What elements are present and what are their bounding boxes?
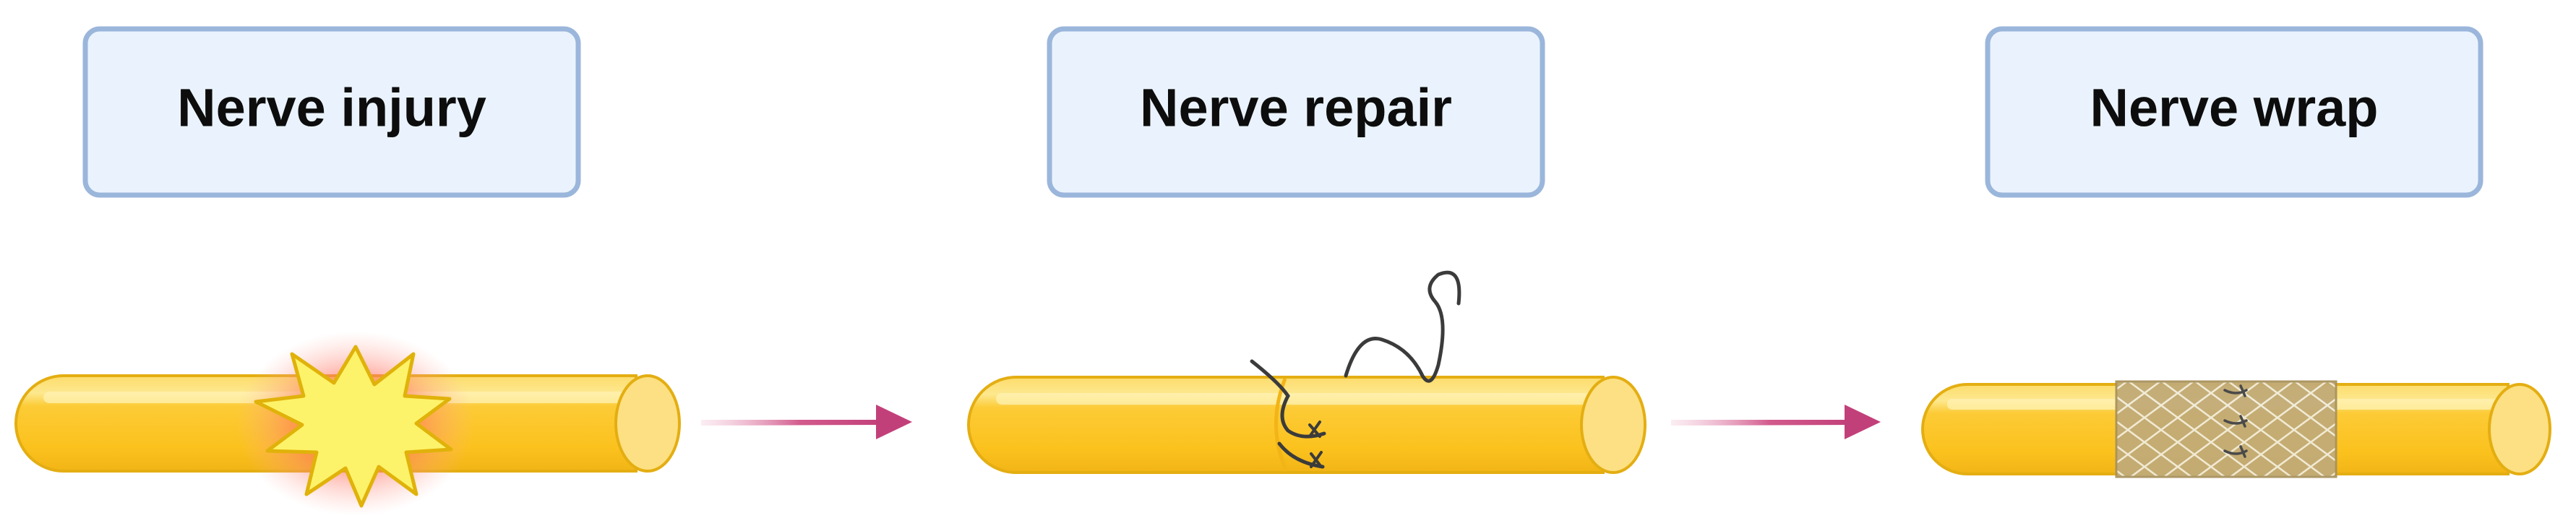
stage-label: Nerve injury	[177, 78, 486, 138]
stage-label-box: Nerve injury	[82, 26, 581, 198]
wrap-mesh	[2115, 380, 2337, 478]
stage-nerve-repair: Nerve repair	[967, 26, 1647, 474]
nerve-suture-illustration	[967, 270, 1647, 474]
stage-label-box: Nerve repair	[1047, 26, 1545, 198]
arrow-right-icon	[1671, 405, 1881, 439]
stage-label: Nerve repair	[1140, 78, 1452, 138]
arrow-right-icon	[701, 405, 912, 439]
suture-thread	[1250, 270, 1461, 469]
stage-nerve-wrap: Nerve wrap	[1921, 26, 2551, 478]
injury-burst-icon	[254, 345, 453, 508]
nerve-injury-burst-illustration	[14, 331, 681, 516]
stage-label-box: Nerve wrap	[1985, 26, 2483, 198]
stage-nerve-injury: Nerve injury	[14, 26, 681, 516]
suture-knot	[1308, 421, 1323, 468]
nerve-wrap-mesh-illustration	[1921, 380, 2551, 478]
stage-label: Nerve wrap	[2090, 78, 2379, 138]
